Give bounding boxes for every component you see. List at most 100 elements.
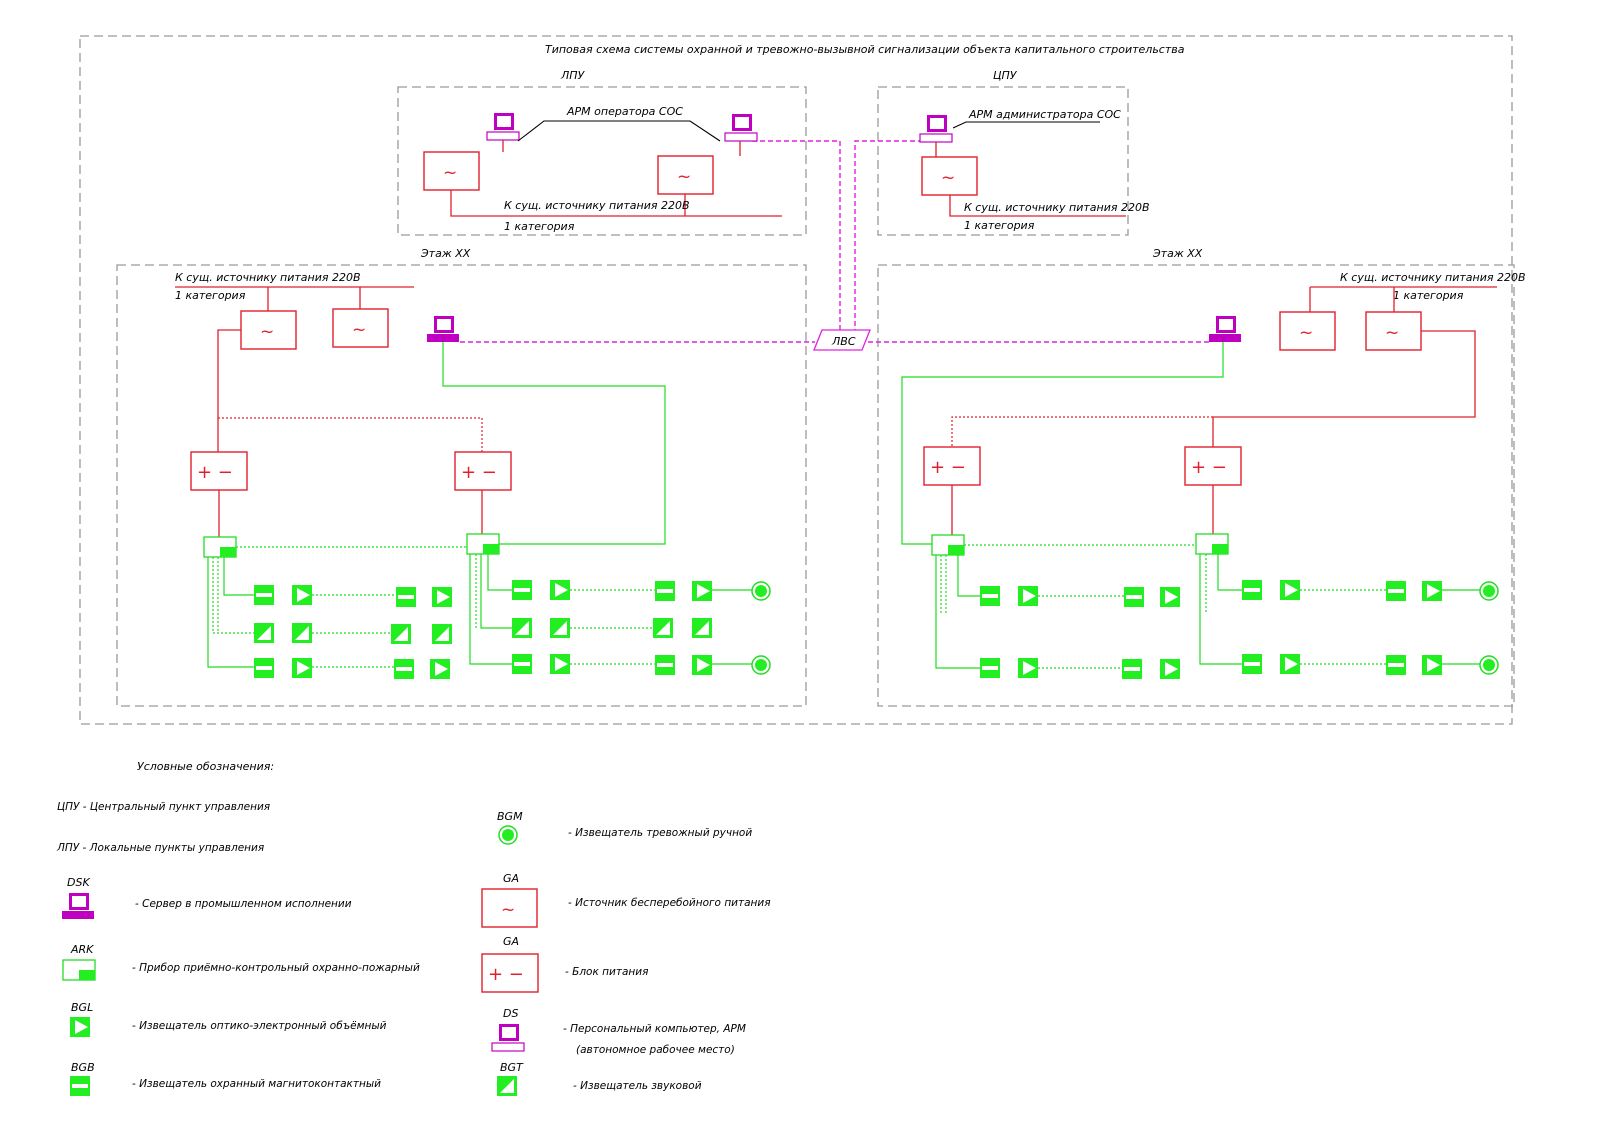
floor-right-power-label: К сущ. источнику питания 220В (1340, 271, 1526, 284)
legend-text: - Блок питания (565, 966, 648, 978)
floor-left-label: Этаж XX (420, 247, 471, 260)
control-panel-icon-fr-2 (1195, 533, 1229, 555)
pc-icon (491, 1023, 525, 1052)
optical-detector-icon (550, 654, 570, 674)
lan-label: ЛВС (831, 335, 856, 348)
ups-icon (481, 888, 538, 928)
lan-switch (813, 329, 871, 351)
magnetic-contact-icon (1124, 587, 1144, 607)
legend-pc-note: (автономное рабочее место) (576, 1044, 735, 1056)
sound-detector-icon (391, 624, 411, 644)
optical-detector-icon (1422, 581, 1442, 601)
cpu-label: ЦПУ (993, 69, 1018, 82)
magnetic-contact-icon (254, 585, 274, 605)
control-panel-icon-fr-1 (931, 534, 965, 556)
fl-dotted-power (218, 417, 483, 452)
outer-frame (79, 35, 1513, 725)
lpu-frame (397, 86, 807, 236)
psu-glyph: + − (461, 462, 497, 483)
fl-loop (223, 557, 254, 596)
manual-alarm-icon (751, 581, 771, 601)
legend-heading: Условные обозначения: (137, 760, 274, 773)
fr-loop (1217, 554, 1242, 591)
control-panel-icon-fl-1 (203, 536, 237, 558)
legend-cpu-text: ЦПУ - Центральный пункт управления (57, 801, 270, 813)
power-supply-icon-fr-2 (1184, 446, 1242, 486)
power-supply-icon-fr-1 (923, 446, 981, 486)
floor-left-category-label: 1 категория (175, 289, 246, 302)
lpu-label: ЛПУ (560, 69, 586, 82)
legend-text: - Прибор приёмно-контрольный охранно-пож… (132, 962, 420, 974)
ups-icon-fl-1 (240, 310, 297, 350)
fl-loop (487, 554, 512, 591)
arm-admin-label: АРМ администратора СОС (968, 108, 1121, 121)
fl-ups-to-psu (217, 329, 241, 452)
legend-code: DS (503, 1007, 518, 1020)
optical-detector-icon (1422, 655, 1442, 675)
optical-detector-icon (1160, 587, 1180, 607)
power-supply-icon-fl-2 (454, 451, 512, 491)
magnetic-contact-icon (1386, 581, 1406, 601)
optical-detector-icon (1018, 586, 1038, 606)
sound-detector-icon (432, 624, 452, 644)
floor-left-power-label: К сущ. источнику питания 220В (175, 271, 361, 284)
fl-server-signal (442, 342, 666, 545)
legend-lpu-text: ЛПУ - Локальные пункты управления (56, 842, 264, 854)
psu-glyph: + − (1191, 457, 1227, 478)
ups-glyph: ~ (941, 168, 955, 188)
legend-text: - Персональный компьютер, АРМ (563, 1023, 746, 1035)
sound-detector-icon (550, 618, 570, 638)
ups-glyph: ~ (1385, 323, 1399, 343)
sound-detector-icon (254, 623, 274, 643)
ups-glyph: ~ (260, 322, 274, 342)
psu-glyph: + − (197, 462, 233, 483)
fl-loop (207, 557, 254, 668)
optical-detector-icon (292, 658, 312, 678)
diagram-title: Типовая схема системы охранной и тревожн… (545, 43, 1185, 56)
arm-operator-leader (517, 120, 721, 142)
legend-text: - Извещатель звуковой (573, 1080, 702, 1092)
magnetic-contact-icon (254, 658, 274, 678)
power-supply-icon (481, 953, 539, 993)
sound-detector-icon (692, 618, 712, 638)
pc-icon-lpu-1 (486, 112, 520, 141)
fr-loop (935, 555, 980, 669)
psu-glyph: + − (488, 964, 524, 985)
optical-detector-icon (292, 585, 312, 605)
fr-loop (1199, 554, 1242, 665)
optical-detector-icon (692, 581, 712, 601)
legend-text: - Извещатель тревожный ручной (568, 827, 752, 839)
sound-detector-icon (653, 618, 673, 638)
lpu-category-label: 1 категория (504, 220, 575, 233)
legend-code: ARK (70, 943, 94, 956)
sound-detector-icon (497, 1076, 517, 1096)
fl-loop (480, 554, 512, 629)
manual-alarm-icon (751, 655, 771, 675)
magnetic-contact-icon (70, 1076, 90, 1096)
manual-alarm-icon (1479, 655, 1499, 675)
optical-detector-icon (692, 655, 712, 675)
legend-code: GA (503, 872, 519, 885)
optical-detector-icon (432, 587, 452, 607)
cpu-power-label: К сущ. источнику питания 220В (964, 201, 1150, 214)
magnetic-contact-icon (980, 586, 1000, 606)
manual-alarm-icon (498, 825, 518, 845)
optical-detector-icon (1280, 580, 1300, 600)
ups-glyph: ~ (677, 167, 691, 187)
fr-loop (957, 555, 980, 597)
optical-detector-icon (70, 1017, 90, 1037)
lan-link-lpu (752, 140, 841, 330)
optical-detector-icon (550, 580, 570, 600)
psu-glyph: + − (930, 457, 966, 478)
lpu-power-label: К сущ. источнику питания 220В (504, 199, 690, 212)
legend-code: BGM (497, 810, 523, 823)
arm-operator-label: АРМ оператора СОС (566, 105, 683, 118)
legend-code: BGT (500, 1061, 524, 1074)
ups-glyph: ~ (443, 163, 457, 183)
server-icon-floor-right (1209, 316, 1241, 342)
control-panel-icon-fl-2 (466, 533, 500, 555)
ups-glyph: ~ (501, 900, 515, 920)
server-icon (62, 893, 94, 919)
legend-code: GA (503, 935, 519, 948)
